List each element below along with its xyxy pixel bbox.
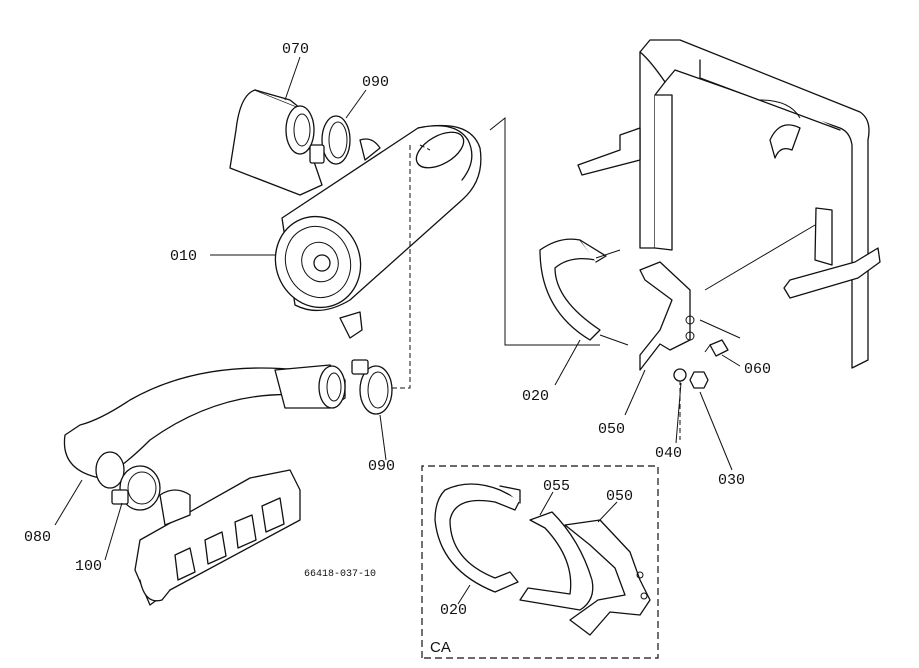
band-bracket [639, 224, 816, 389]
label-055: 055 [543, 478, 570, 495]
air-inlet-hose [229, 89, 323, 196]
label-050: 050 [598, 421, 625, 438]
label-100: 100 [75, 558, 102, 575]
label-070: 070 [282, 41, 309, 58]
hose-clamp-100 [111, 465, 161, 511]
label-020: 020 [522, 388, 549, 405]
label-040: 040 [655, 445, 682, 462]
inset-ca [421, 465, 659, 659]
label-090-lower: 090 [368, 458, 395, 475]
intake-manifold [134, 469, 301, 606]
hose-clamp-lower [351, 359, 393, 415]
label-080: 080 [24, 529, 51, 546]
air-cleaner-body [274, 124, 482, 339]
label-060: 060 [744, 361, 771, 378]
part-labels: 070 090 010 020 060 050 040 030 090 080 … [24, 41, 771, 656]
intake-hose [63, 364, 346, 489]
label-020-inset: 020 [440, 602, 467, 619]
drawing-code: 66418-037-10 [304, 569, 376, 580]
leader-lines [54, 56, 741, 605]
label-030: 030 [718, 472, 745, 489]
mounting-frame [577, 39, 881, 369]
mounting-band [539, 238, 629, 346]
hose-clamp-top [309, 115, 351, 165]
label-010: 010 [170, 248, 197, 265]
label-050-inset: 050 [606, 488, 633, 505]
label-090-top: 090 [362, 74, 389, 91]
inset-label-ca: CA [430, 639, 451, 656]
